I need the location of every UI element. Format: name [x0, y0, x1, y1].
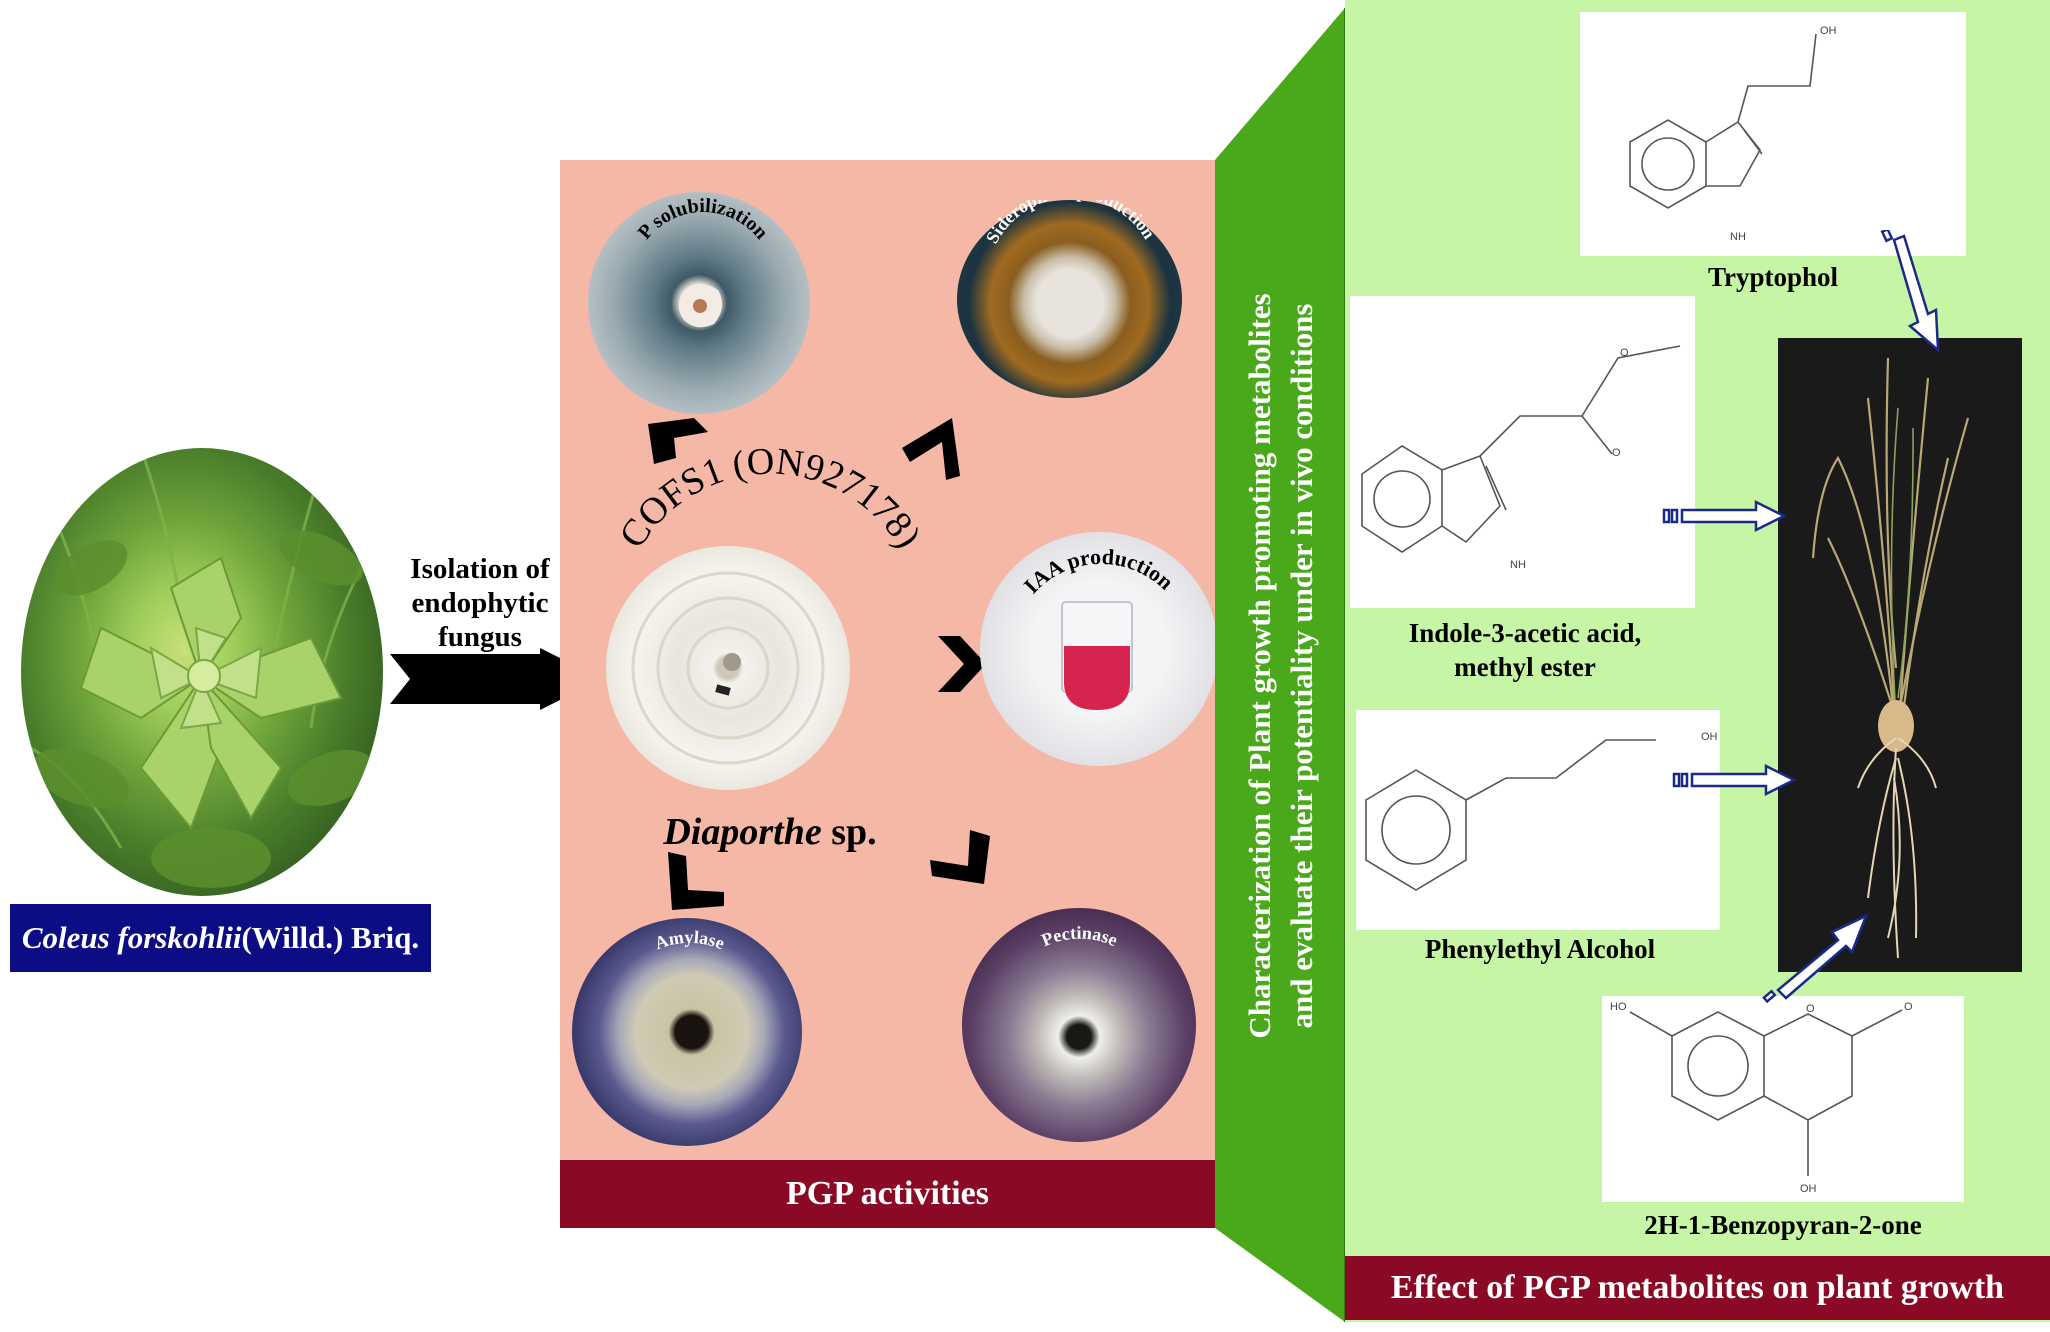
plant-illustration	[30, 448, 375, 888]
chevron-up-right-icon	[902, 418, 960, 480]
tryptophol-drawing: OH NH	[1629, 25, 1837, 243]
plant-species-italic: Coleus forskohlii	[21, 920, 242, 955]
strain-label: COFS1 (ON927178)	[611, 440, 929, 555]
plant-species-authority: (Willd.) Briq.	[241, 920, 420, 955]
fungus-name-label: Diaporthe sp.	[640, 810, 900, 854]
isolation-caption: Isolation of endophytic fungus	[395, 552, 565, 654]
benzopyran-oh-label: OH	[1800, 1183, 1817, 1195]
benzopyran-structure: HO O O OH	[1602, 996, 1964, 1202]
treated-plant-photo	[1778, 338, 2022, 972]
amylase-label-arc: Amylase	[652, 927, 727, 953]
iaa-methyl-ester-line-1: Indole-3-acetic acid,	[1408, 618, 1642, 648]
iaa-ester-o-label-1: O	[1620, 347, 1629, 359]
effect-bar-label: Effect of PGP metabolites on plant growt…	[1390, 1269, 2005, 1306]
tryptophol-nh-label: NH	[1730, 231, 1746, 243]
siderophore-dish	[957, 200, 1182, 398]
siderophore-label: Siderophore production	[982, 200, 1160, 247]
pgp-activities-bar: PGP activities	[560, 1160, 1215, 1228]
isolation-line-1: Isolation of	[410, 553, 550, 585]
arrow-phenylethyl-icon	[1672, 764, 1796, 797]
phenylethyl-oh-label: OH	[1701, 731, 1718, 743]
benzopyran-label: 2H-1-Benzopyran-2-one	[1644, 1210, 1922, 1240]
pectinase-dish	[962, 908, 1196, 1142]
vertical-caption-line-1: Characterization of Plant growth promoti…	[1242, 293, 1277, 1039]
isolation-line-3: fungus	[438, 621, 522, 653]
phenylethyl-label: Phenylethyl Alcohol	[1424, 934, 1656, 964]
isolation-line-2: endophytic	[411, 587, 549, 619]
fungus-genus-italic: Diaporthe	[663, 811, 822, 853]
arrow-iaa-ester-icon	[1662, 500, 1786, 533]
iaa-methyl-ester-drawing: O O NH	[1361, 345, 1681, 571]
tryptophol-oh-label: OH	[1820, 25, 1837, 37]
iaa-methyl-ester-line-2: methyl ester	[1454, 652, 1596, 682]
chevron-right-icon	[938, 636, 986, 692]
benzopyran-ho-label: HO	[1610, 1001, 1627, 1013]
iaa-ester-nh-label: NH	[1510, 559, 1526, 571]
pectinase-label: Pectinase	[1039, 923, 1121, 951]
chevron-down-left-icon	[668, 852, 724, 910]
iaa-label: IAA production	[1019, 544, 1179, 598]
iaa-label-arc: IAA production	[1019, 544, 1179, 598]
iaa-methyl-ester-label: Indole-3-acetic acid, methyl ester	[1360, 616, 1690, 684]
p-solubilization-label-arc: P solubilization	[634, 195, 773, 244]
fungus-culture-plate	[606, 546, 850, 790]
p-solubilization-dish	[588, 192, 810, 414]
tryptophol-structure: OH NH	[1580, 12, 1966, 256]
plant-species-label: Coleus forskohlii (Willd.) Briq.	[10, 904, 431, 972]
arrow-benzopyran-icon	[1762, 913, 1869, 1004]
chevron-down-right-icon	[930, 830, 990, 884]
chevron-up-left-icon	[648, 418, 708, 464]
amylase-label: Amylase	[652, 927, 727, 953]
benzopyran-carbonyl-o-label: O	[1904, 1001, 1913, 1013]
arrow-tryptophol-icon	[1880, 230, 1940, 353]
iaa-ester-o-label-2: O	[1612, 447, 1621, 459]
plant-photo	[21, 448, 383, 896]
p-solubilization-label: P solubilization	[634, 195, 773, 244]
benzopyran-drawing: HO O O OH	[1610, 1001, 1913, 1195]
iaa-test-tube	[1061, 601, 1133, 710]
siderophore-label-arc: Siderophore production	[982, 200, 1160, 247]
benzopyran-ring-o-label: O	[1806, 1003, 1815, 1015]
pectinase-label-arc: Pectinase	[1039, 923, 1121, 951]
phenylethyl-structure: OH	[1356, 710, 1720, 930]
iaa-production-dish	[980, 532, 1218, 766]
strain-label-arc: COFS1 (ON927178)	[611, 440, 929, 555]
iaa-methyl-ester-structure: O O NH	[1350, 296, 1695, 608]
vertical-caption: Characterization of Plant growth promoti…	[1239, 106, 1323, 1226]
tryptophol-label: Tryptophol	[1707, 262, 1839, 292]
amylase-dish	[572, 918, 802, 1146]
pgp-activities-label: PGP activities	[785, 1175, 989, 1212]
effect-bar: Effect of PGP metabolites on plant growt…	[1345, 1256, 2050, 1320]
vertical-caption-line-2: and evaluate their potentiality under in…	[1284, 303, 1319, 1029]
fungus-genus-suffix: sp.	[821, 811, 877, 853]
fungus-mycelium	[631, 571, 825, 765]
phenylethyl-drawing: OH	[1365, 731, 1718, 891]
isolation-arrow	[390, 648, 602, 710]
treated-plant-drawing	[1811, 357, 1970, 959]
p-solubilization-colony	[678, 283, 723, 328]
